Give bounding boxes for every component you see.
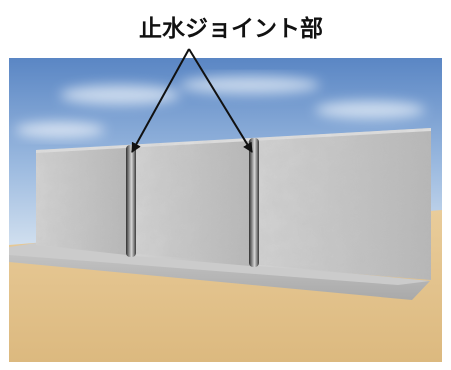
clouds (15, 76, 425, 138)
caption-label: 止水ジョイント部 (139, 15, 323, 42)
annotation: 止水ジョイント部 (131, 15, 323, 153)
arrow-to-left-joint (131, 48, 190, 153)
arrow-to-right-joint (188, 48, 253, 153)
joint-right (249, 138, 259, 267)
joint-left (126, 145, 136, 257)
water-stop-joints (126, 138, 259, 267)
photo (9, 58, 442, 362)
